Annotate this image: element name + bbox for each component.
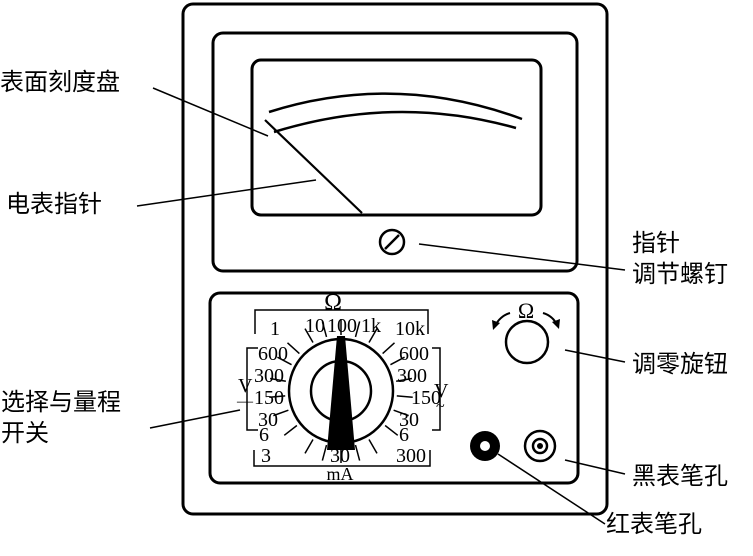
label-selector-line2: 开关 bbox=[1, 419, 49, 447]
upper-panel bbox=[211, 31, 579, 273]
ohm-range-10k: 10k bbox=[395, 318, 425, 340]
ma-range-300: 300 bbox=[396, 445, 426, 467]
range-selector-knob[interactable] bbox=[287, 336, 395, 450]
zero-knob-ohm-symbol: Ω bbox=[518, 298, 534, 323]
acv-range-30: 30 bbox=[399, 409, 419, 431]
selector-tick bbox=[354, 321, 361, 338]
red-probe-jack[interactable] bbox=[470, 431, 500, 461]
selector-tick bbox=[393, 409, 409, 417]
selector-ticks bbox=[269, 319, 413, 463]
label-red-jack: 红表笔孔 bbox=[606, 510, 702, 538]
range-brackets bbox=[246, 309, 441, 467]
dcv-range-30: 30 bbox=[258, 409, 278, 431]
scale-arc-inner bbox=[273, 110, 517, 134]
selector-tick bbox=[368, 439, 378, 454]
scale-arc-outer bbox=[268, 92, 523, 121]
selector-tick bbox=[286, 342, 300, 355]
label-needle-screw-line2: 调节螺钉 bbox=[632, 260, 728, 288]
selector-tick bbox=[354, 444, 361, 461]
dcv-range-600: 600 bbox=[258, 343, 288, 365]
acv-tilde: ~ bbox=[436, 398, 445, 415]
selector-tick bbox=[321, 444, 328, 461]
selector-tick bbox=[321, 321, 328, 338]
acv-range-300: 300 bbox=[397, 365, 427, 387]
label-selector-line1: 选择与量程 bbox=[1, 388, 121, 416]
label-scale-dial: 表面刻度盘 bbox=[0, 68, 120, 96]
ohm-range-100: 100 bbox=[327, 315, 357, 337]
dcv-symbol: V bbox=[238, 375, 253, 397]
ohm-range-1: 1 bbox=[270, 318, 280, 340]
ma-unit: mA bbox=[327, 464, 354, 484]
acv-symbol: V bbox=[434, 380, 449, 402]
selector-tick bbox=[304, 439, 314, 454]
selector-tick bbox=[396, 395, 413, 399]
acv-range-150: 150 bbox=[411, 387, 441, 409]
acv-range-6: 6 bbox=[399, 424, 409, 446]
dcv-range-150: 150 bbox=[254, 387, 284, 409]
lower-panel bbox=[208, 291, 580, 485]
dcv-range-6: 6 bbox=[259, 424, 269, 446]
selector-tick bbox=[384, 424, 399, 436]
scale-window bbox=[250, 58, 543, 217]
selector-tick bbox=[269, 377, 286, 383]
black-probe-jack[interactable] bbox=[523, 429, 557, 463]
selector-tick bbox=[277, 356, 292, 366]
selector-pointer bbox=[327, 336, 355, 450]
needle-adjust-screw[interactable] bbox=[378, 228, 406, 256]
selector-tick bbox=[382, 342, 396, 355]
ohm-range-10: 10 bbox=[305, 315, 325, 337]
ma-range-3: 3 bbox=[261, 445, 271, 467]
ohm-symbol: Ω bbox=[324, 290, 342, 316]
selector-tick bbox=[269, 395, 286, 399]
ohm-range-1k: 1k bbox=[361, 315, 381, 337]
meter-body bbox=[181, 2, 609, 516]
ma-range-30: 30 bbox=[330, 445, 350, 467]
selector-tick bbox=[304, 328, 314, 343]
dcv-range-300: 300 bbox=[254, 365, 284, 387]
selector-tick bbox=[273, 409, 289, 417]
selector-tick bbox=[390, 356, 405, 366]
label-black-jack: 黑表笔孔 bbox=[632, 462, 728, 490]
dcv-underline: — bbox=[236, 393, 254, 410]
label-needle: 电表指针 bbox=[6, 190, 102, 218]
acv-range-600: 600 bbox=[399, 343, 429, 365]
rotate-arrowheads-icon bbox=[492, 319, 560, 330]
meter-needle bbox=[264, 119, 363, 214]
label-needle-screw-line1: 指针 bbox=[632, 229, 680, 257]
label-zero-knob: 调零旋钮 bbox=[632, 350, 728, 378]
selector-tick bbox=[368, 328, 378, 343]
selector-tick bbox=[283, 424, 298, 436]
zero-adjust-knob[interactable] bbox=[504, 319, 550, 365]
selector-tick bbox=[396, 377, 413, 383]
callout-leader-lines bbox=[136, 87, 626, 525]
